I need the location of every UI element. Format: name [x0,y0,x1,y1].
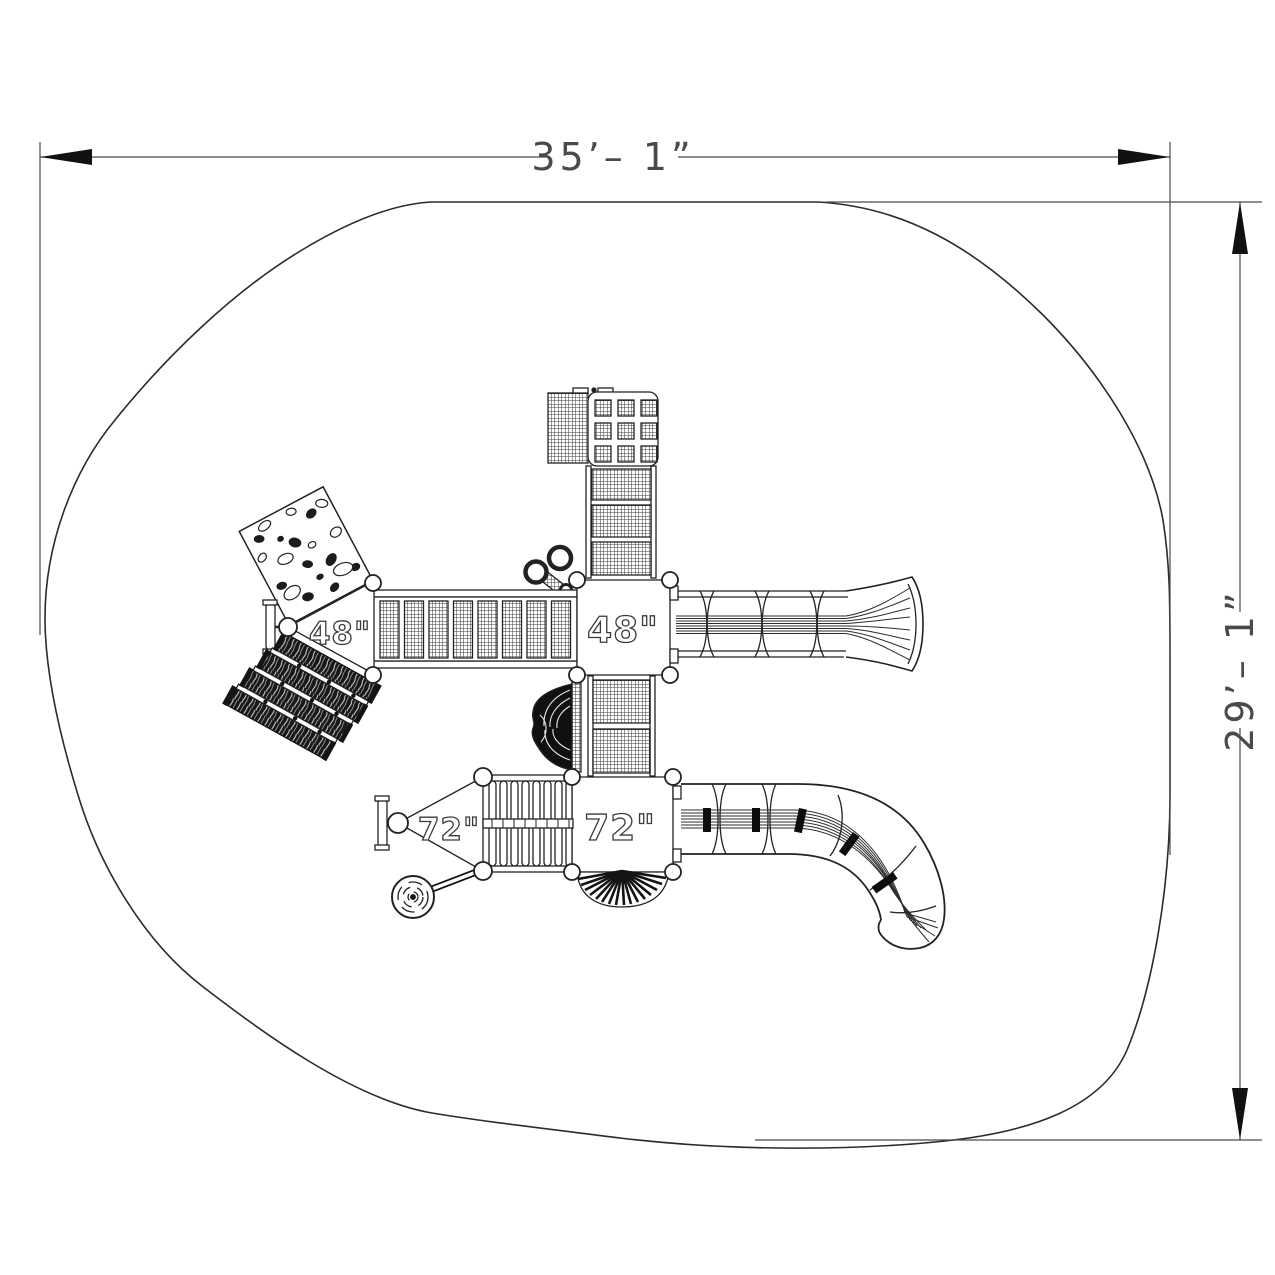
deck-posts [278,571,682,881]
clatter-bridge [372,589,578,669]
transfer-stairs [587,675,656,777]
height-dimension-label: 29’– 1” [1218,588,1262,751]
height-dimension [755,201,1262,1141]
width-dimension [39,142,1171,855]
deck-48-triangle-label: 48" [309,616,371,652]
deck-72-triangle-label: 72" [418,812,480,848]
site-boundary [44,201,1171,1149]
deck-72-square-label: 72" [584,808,656,849]
dimension-arrow-left [40,149,92,165]
dimension-arrow-up [1232,202,1248,254]
dimension-arrow-down [1232,1088,1248,1140]
log-stack-climber [222,630,382,762]
binocular-panel [523,544,574,597]
width-dimension-label: 35’– 1” [531,135,694,179]
straight-slide [669,576,924,672]
spiral-spinner [391,867,481,919]
deck-48-square-label: 48" [587,610,659,651]
fan-climber [576,869,670,908]
rock-climbing-wall [238,485,374,627]
bumpy-dome-climber [531,681,582,773]
curved-slide [672,783,946,950]
shade-roof [572,387,659,467]
deck-48-square [576,579,671,676]
overhead-rung-ladder [482,774,574,873]
roof-side-panel [547,392,589,464]
dimension-arrow-right [1118,149,1170,165]
entry-ramp [585,465,657,579]
deck-48-triangle [286,579,375,676]
